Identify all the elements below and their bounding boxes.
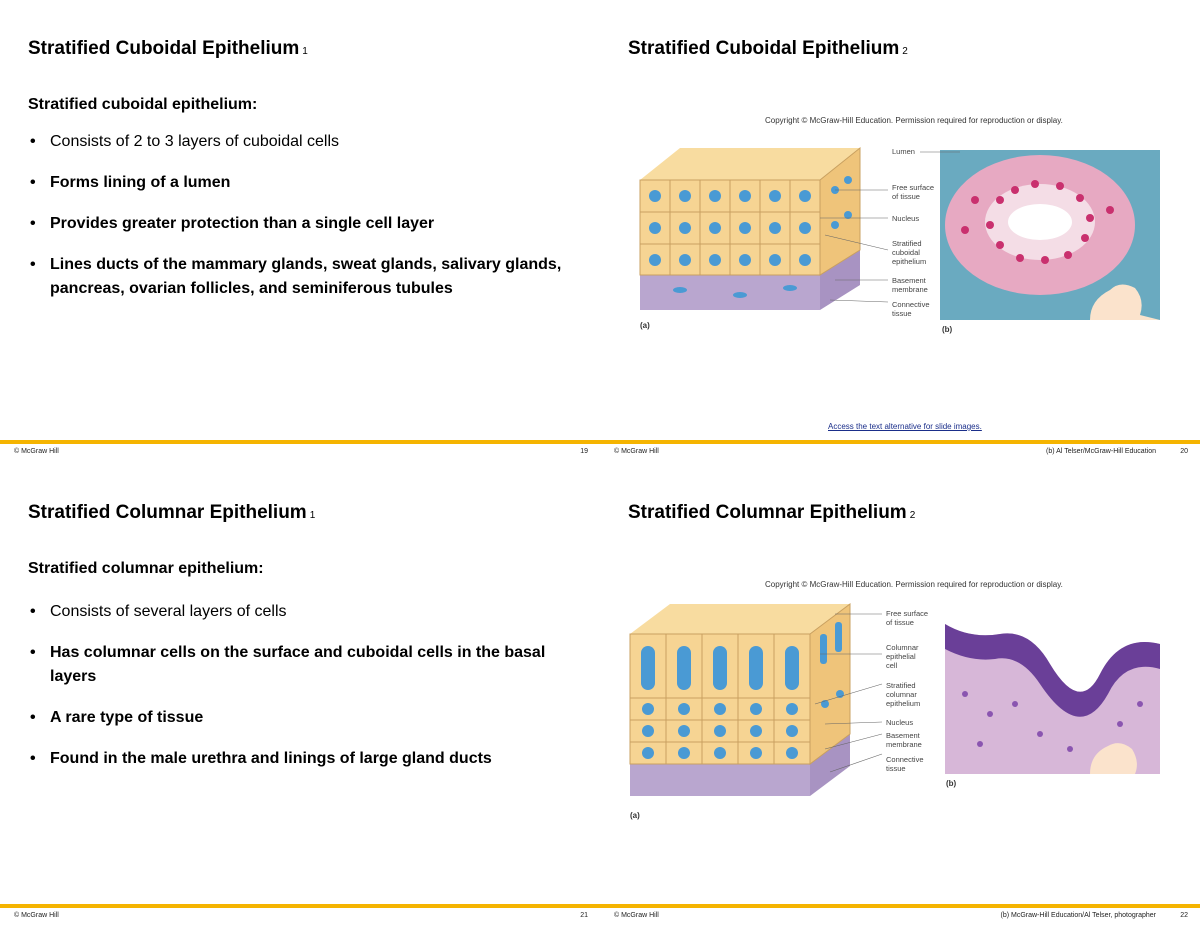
bullet-item: A rare type of tissue bbox=[28, 706, 588, 730]
text-alternative-link[interactable]: Access the text alternative for slide im… bbox=[828, 422, 982, 431]
micrograph-image bbox=[940, 150, 1160, 320]
slide-lead: Stratified cuboidal epithelium: bbox=[28, 96, 258, 113]
label-connective: Connective bbox=[886, 755, 924, 764]
label-lumen: Lumen bbox=[892, 147, 915, 156]
columnar-figure: Free surface of tissue Columnar epitheli… bbox=[629, 603, 1160, 820]
figure-copyright: Copyright © McGraw-Hill Education. Permi… bbox=[765, 116, 1063, 125]
label-tissue: tissue bbox=[886, 764, 906, 773]
label-membrane: membrane bbox=[892, 285, 928, 294]
footer-divider bbox=[600, 904, 1200, 908]
bullet-item: Consists of 2 to 3 layers of cuboidal ce… bbox=[28, 130, 588, 154]
bullet-item: Found in the male urethra and linings of… bbox=[28, 747, 588, 771]
footer-copyright: © McGraw Hill bbox=[14, 448, 59, 455]
panel-a-label: (a) bbox=[640, 321, 650, 330]
label-basement: Basement bbox=[886, 731, 921, 740]
label-tissue: tissue bbox=[892, 309, 912, 318]
bullet-item: Provides greater protection than a singl… bbox=[28, 212, 588, 236]
label-epithelial: epithelial bbox=[886, 652, 916, 661]
panel-b-label: (b) bbox=[942, 325, 953, 334]
label-stratified: Stratified bbox=[886, 681, 916, 690]
image-credit: (b) McGraw-Hill Education/Al Telser, pho… bbox=[1000, 912, 1157, 919]
label-free-surface-2: of tissue bbox=[886, 618, 914, 627]
tissue-block-illustration bbox=[639, 146, 861, 310]
label-free-surface-2: of tissue bbox=[892, 192, 920, 201]
footer-divider bbox=[0, 440, 600, 444]
footer-copyright: © McGraw Hill bbox=[614, 448, 659, 455]
page-number: 20 bbox=[1180, 448, 1188, 455]
label-columnar-2: columnar bbox=[886, 690, 917, 699]
label-cell: cell bbox=[886, 661, 898, 670]
label-free-surface: Free surface bbox=[892, 183, 934, 192]
label-cuboidal: cuboidal bbox=[892, 248, 920, 257]
figure-label-leaders bbox=[820, 151, 960, 303]
bullet-item: Has columnar cells on the surface and cu… bbox=[28, 641, 588, 689]
label-epithelium: epithelium bbox=[892, 257, 926, 266]
bullet-list: Consists of several layers of cells Has … bbox=[28, 600, 588, 788]
figure-label-leaders bbox=[814, 613, 883, 773]
page-number: 22 bbox=[1180, 912, 1188, 919]
label-columnar: Columnar bbox=[886, 643, 919, 652]
page-number: 21 bbox=[580, 912, 588, 919]
bullet-list: Consists of 2 to 3 layers of cuboidal ce… bbox=[28, 130, 588, 318]
bullet-item: Consists of several layers of cells bbox=[28, 600, 588, 624]
panel-b-label: (b) bbox=[946, 779, 957, 788]
slide-lead: Stratified columnar epithelium: bbox=[28, 560, 264, 577]
label-stratified: Stratified bbox=[892, 239, 922, 248]
image-credit: (b) Al Telser/McGraw-Hill Education bbox=[1046, 448, 1156, 455]
label-connective: Connective bbox=[892, 300, 930, 309]
label-membrane: membrane bbox=[886, 740, 922, 749]
micrograph-image bbox=[945, 609, 1160, 774]
panel-a-label: (a) bbox=[630, 811, 640, 820]
label-basement: Basement bbox=[892, 276, 927, 285]
footer-copyright: © McGraw Hill bbox=[14, 912, 59, 919]
figure-copyright: Copyright © McGraw-Hill Education. Permi… bbox=[765, 580, 1063, 589]
footer-divider bbox=[600, 440, 1200, 444]
footer-copyright: © McGraw Hill bbox=[614, 912, 659, 919]
bullet-item: Lines ducts of the mammary glands, sweat… bbox=[28, 253, 588, 301]
label-epithelium: epithelium bbox=[886, 699, 920, 708]
label-free-surface: Free surface bbox=[886, 609, 928, 618]
page-number: 19 bbox=[580, 448, 588, 455]
tissue-block-illustration bbox=[629, 603, 851, 796]
label-nucleus: Nucleus bbox=[892, 214, 919, 223]
label-nucleus: Nucleus bbox=[886, 718, 913, 727]
footer-divider bbox=[0, 904, 600, 908]
bullet-item: Forms lining of a lumen bbox=[28, 171, 588, 195]
cuboidal-figure: Lumen Free surface of tissue Nucleus Str… bbox=[639, 146, 1160, 334]
